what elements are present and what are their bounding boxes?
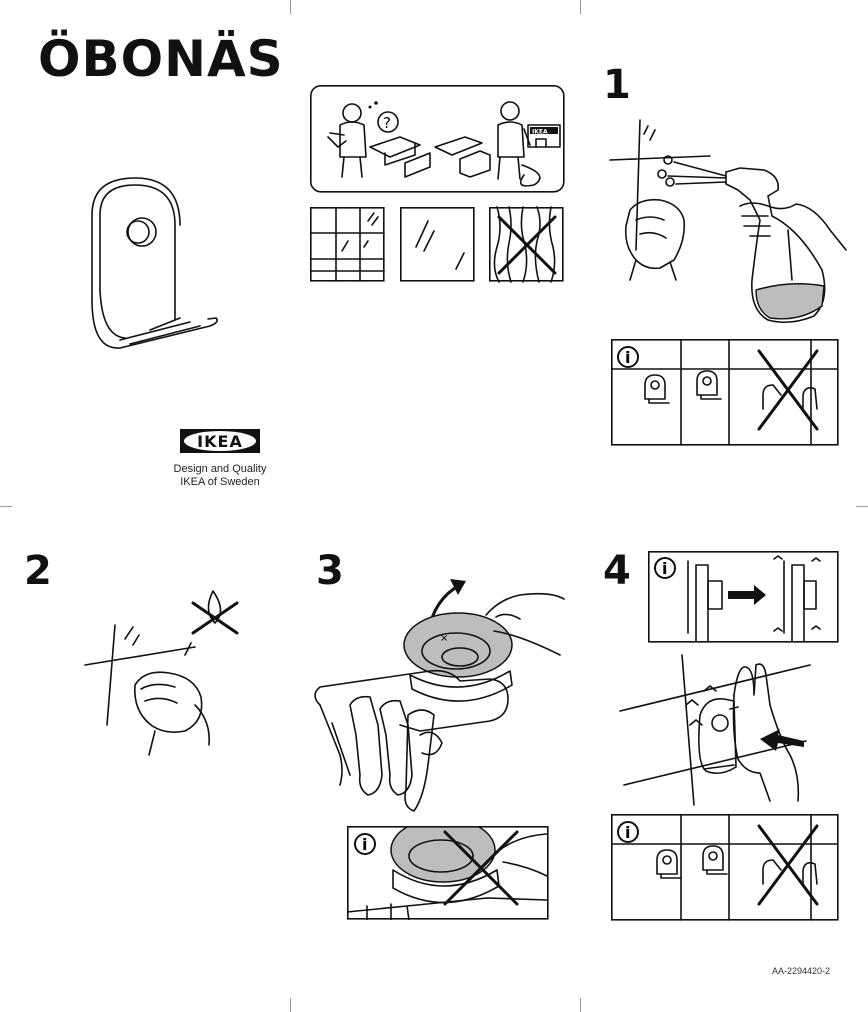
step-4-result-panel: i bbox=[611, 814, 839, 921]
info-icon: i bbox=[625, 348, 630, 367]
step-4-illustration bbox=[619, 654, 811, 806]
help-panel: ? IKEA bbox=[310, 85, 565, 193]
step-1-illustration bbox=[609, 119, 847, 324]
info-icon: i bbox=[625, 823, 630, 842]
step-number-3: 3 bbox=[316, 548, 344, 594]
info-icon: i bbox=[362, 835, 367, 854]
wall-type-tiles bbox=[310, 207, 385, 282]
crop-mark bbox=[0, 506, 12, 507]
crop-mark bbox=[580, 998, 581, 1012]
step-4-info-panel: i bbox=[648, 551, 839, 643]
help-question-mark: ? bbox=[383, 114, 391, 132]
step-2-illustration bbox=[84, 590, 239, 756]
step-number-4: 4 bbox=[603, 548, 631, 594]
info-icon: i bbox=[662, 559, 667, 578]
document-code: AA-2294420-2 bbox=[772, 966, 831, 976]
cross-mark: × bbox=[440, 633, 448, 644]
step-3-illustration: × bbox=[314, 579, 565, 812]
crop-mark bbox=[856, 506, 868, 507]
product-illustration bbox=[91, 177, 218, 349]
product-title: ÖBONÄS bbox=[38, 30, 284, 88]
crop-mark bbox=[290, 0, 291, 14]
tagline-line-1: Design and Quality bbox=[173, 463, 267, 475]
ikea-logo: IKEA bbox=[180, 429, 260, 453]
wall-type-glass bbox=[400, 207, 475, 282]
tagline-line-2: IKEA of Sweden bbox=[180, 476, 260, 488]
step-number-1: 1 bbox=[603, 62, 631, 108]
tagline: Design and Quality IKEA of Sweden bbox=[160, 463, 280, 489]
step-1-info-panel: i bbox=[611, 339, 839, 446]
store-sign-text: IKEA bbox=[532, 129, 548, 136]
wall-type-wood-not-allowed bbox=[489, 206, 564, 283]
ikea-logo-mark bbox=[180, 429, 260, 453]
step-number-2: 2 bbox=[24, 548, 52, 594]
step-3-info-panel: i bbox=[347, 826, 549, 920]
crop-mark bbox=[580, 0, 581, 14]
ikea-logo-text: IKEA bbox=[197, 432, 243, 451]
crop-mark bbox=[290, 998, 291, 1012]
